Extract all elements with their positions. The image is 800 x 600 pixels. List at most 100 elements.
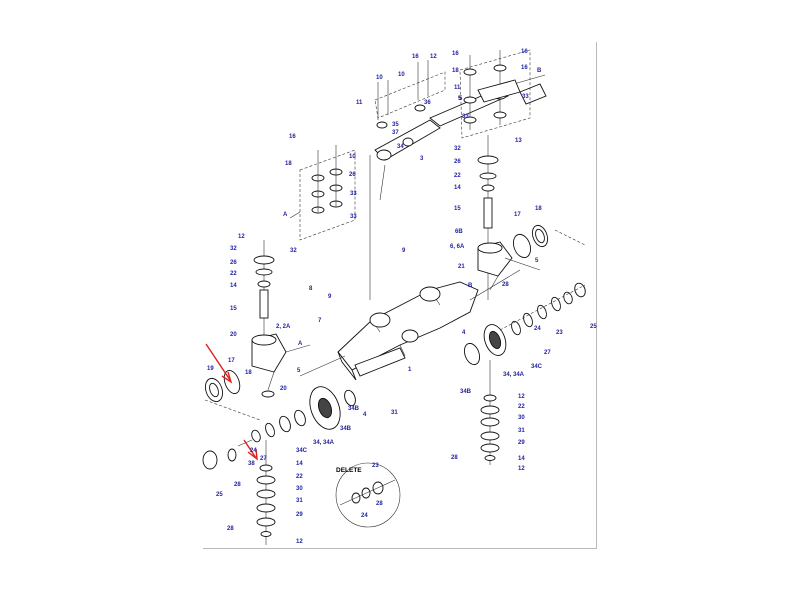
part-label: 18 bbox=[452, 68, 459, 74]
part-label: 28 bbox=[234, 482, 241, 488]
part-label: 33 bbox=[350, 191, 357, 197]
part-label: 5 bbox=[458, 96, 462, 102]
part-label: 9 bbox=[402, 248, 406, 254]
part-label: 30 bbox=[296, 486, 303, 492]
part-label: 32 bbox=[230, 246, 237, 252]
part-label: 14 bbox=[230, 283, 237, 289]
part-label: 32 bbox=[290, 248, 297, 254]
part-label: 16 bbox=[521, 49, 528, 55]
part-labels-left-knuckle: 12 32 32 26 22 14 15 2, 2A 20 17 18 19 A… bbox=[207, 234, 303, 392]
part-label: 34, 34A bbox=[503, 372, 525, 378]
part-label: 33 bbox=[522, 94, 529, 100]
part-label: 22 bbox=[230, 271, 237, 277]
part-label: 17 bbox=[228, 358, 235, 364]
delete-label: DELETE bbox=[336, 467, 362, 474]
part-label: 29 bbox=[296, 512, 303, 518]
part-labels-center-axle: 8 9 7 9 21 1 4 4 31 34B bbox=[309, 248, 466, 418]
part-label: 31 bbox=[296, 498, 303, 504]
part-label: 16 bbox=[289, 134, 296, 140]
part-label: 22 bbox=[296, 474, 303, 480]
lower-left-hub bbox=[202, 386, 356, 545]
part-label: 26 bbox=[454, 159, 461, 165]
part-label: 31 bbox=[391, 410, 398, 416]
part-label: 7 bbox=[318, 318, 322, 324]
part-label: 14 bbox=[454, 185, 461, 191]
left-knuckle-assembly bbox=[204, 240, 311, 421]
part-label: 38 bbox=[248, 461, 255, 467]
part-label: 27 bbox=[260, 456, 267, 462]
part-label: 34C bbox=[296, 448, 308, 454]
part-label: 22 bbox=[518, 404, 525, 410]
part-label: 15 bbox=[230, 306, 237, 312]
lower-right-stack bbox=[480, 360, 500, 465]
top-center-bolts bbox=[374, 60, 446, 129]
top-right-bracket-group bbox=[459, 49, 531, 139]
diagram-sheet bbox=[203, 42, 597, 549]
part-label: 12 bbox=[296, 539, 303, 545]
part-label: 12 bbox=[518, 394, 525, 400]
part-label: 28 bbox=[502, 282, 509, 288]
part-label: 22 bbox=[454, 173, 461, 179]
part-label: 28 bbox=[227, 526, 234, 532]
part-label: 27 bbox=[544, 350, 551, 356]
part-label: 30 bbox=[518, 415, 525, 421]
part-label: 35 bbox=[392, 122, 399, 128]
part-label: 3 bbox=[420, 156, 424, 162]
part-label: 28 bbox=[451, 455, 458, 461]
part-label: 25 bbox=[590, 324, 597, 330]
part-label: 16 bbox=[412, 54, 419, 60]
part-label: B bbox=[537, 68, 542, 74]
part-label: 28 bbox=[376, 501, 383, 507]
part-label: 20 bbox=[230, 332, 237, 338]
part-label: A bbox=[283, 212, 288, 218]
part-label: 14 bbox=[518, 456, 525, 462]
part-label: A bbox=[298, 341, 303, 347]
part-label: 10 bbox=[398, 72, 405, 78]
part-label: 34C bbox=[531, 364, 543, 370]
part-label: B bbox=[468, 283, 473, 289]
part-label: 10 bbox=[349, 154, 356, 160]
part-label: 14 bbox=[296, 461, 303, 467]
part-label: 24 bbox=[250, 448, 257, 454]
part-label: 26 bbox=[349, 172, 356, 178]
part-label: 18 bbox=[245, 370, 252, 376]
part-label: 10 bbox=[376, 75, 383, 81]
part-label: 34B bbox=[460, 389, 472, 395]
part-labels-right-axle: B 28 24 23 27 34C 25 34, 34A 34B 12 22 3… bbox=[451, 282, 597, 472]
part-label: 23 bbox=[556, 330, 563, 336]
part-label: 24 bbox=[534, 326, 541, 332]
part-label: 29 bbox=[518, 440, 525, 446]
part-label: 4 bbox=[462, 330, 466, 336]
part-label: 1 bbox=[408, 367, 412, 373]
right-hub-assembly bbox=[463, 282, 586, 366]
part-label: 15 bbox=[454, 206, 461, 212]
part-label: 6, 6A bbox=[450, 244, 465, 250]
part-label: 11 bbox=[454, 85, 461, 91]
part-label: 16 bbox=[521, 65, 528, 71]
part-label: 17 bbox=[514, 212, 521, 218]
part-label: 2, 2A bbox=[276, 324, 291, 330]
part-label: 12 bbox=[518, 466, 525, 472]
part-label: 34B bbox=[340, 426, 352, 432]
part-label: 37 bbox=[392, 130, 399, 136]
part-label: 34B bbox=[348, 406, 360, 412]
part-label: 33 bbox=[350, 214, 357, 220]
part-label: 9 bbox=[328, 294, 332, 300]
part-label: 25 bbox=[216, 492, 223, 498]
part-label: 4 bbox=[363, 412, 367, 418]
part-label: 34, 34A bbox=[313, 440, 335, 446]
delete-detail-labels: DELETE 23 24 28 bbox=[336, 463, 383, 519]
part-label: 21 bbox=[458, 264, 465, 270]
part-label: 12 bbox=[238, 234, 245, 240]
part-label: 8 bbox=[309, 286, 313, 292]
part-label: 13 bbox=[515, 138, 522, 144]
part-label: 20 bbox=[280, 386, 287, 392]
red-arrow-icon bbox=[205, 343, 258, 461]
part-label: 19 bbox=[207, 366, 214, 372]
axle-housing bbox=[299, 269, 521, 381]
part-label: 31 bbox=[518, 428, 525, 434]
delete-detail bbox=[335, 462, 401, 528]
part-label: 5 bbox=[459, 96, 463, 102]
part-labels-left-bracket: 16 18 10 26 33 33 A bbox=[283, 134, 357, 220]
